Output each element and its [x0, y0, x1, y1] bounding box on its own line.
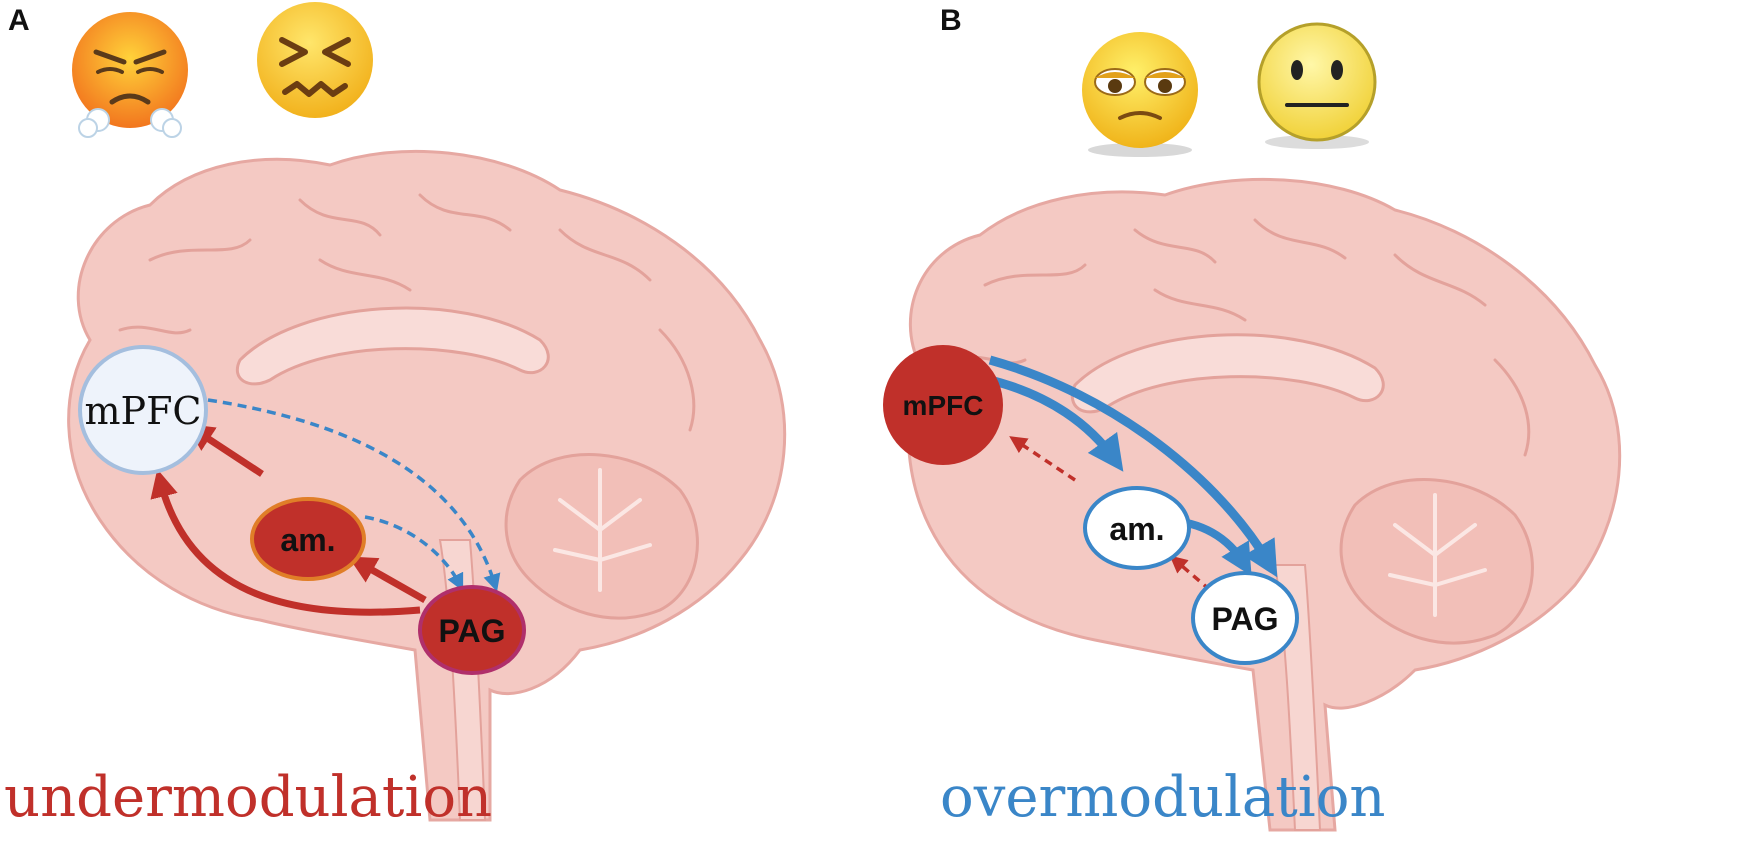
- caption-overmodulation: overmodulation: [940, 765, 1386, 830]
- steaming-angry-face-icon: [72, 12, 188, 138]
- arrow-mpfc-to-pag: [988, 355, 1278, 578]
- node-pag-label: PAG: [439, 613, 506, 649]
- panel-a-figure: mPFC am. PAG: [67, 2, 787, 822]
- panel-letter-a: A: [8, 4, 30, 37]
- arrow-pag-to-am: [348, 556, 427, 604]
- panel-b-figure: mPFC am. PAG: [883, 22, 1622, 832]
- arrow-am-to-mpfc: [185, 423, 264, 477]
- arrow-mpfc-to-am: [988, 375, 1124, 472]
- node-pag-label: PAG: [1212, 601, 1279, 637]
- node-mpfc-label: mPFC: [84, 389, 201, 433]
- neutral-face-icon: [1257, 22, 1377, 149]
- panel-a-connections: [150, 398, 501, 616]
- caption-undermodulation: undermodulation: [4, 765, 493, 830]
- node-mpfc-label: mPFC: [903, 390, 984, 421]
- node-pag: PAG: [1191, 571, 1299, 665]
- confounded-face-icon: [257, 2, 373, 118]
- dashed-arrow-am-to-mpfc: [1009, 436, 1076, 482]
- node-mpfc: mPFC: [78, 345, 208, 475]
- panel-a: A: [4, 2, 787, 830]
- node-pag: PAG: [418, 585, 526, 675]
- brain-sagittal-illustration: [67, 149, 787, 822]
- node-amygdala: am.: [250, 497, 366, 581]
- dashed-arrow-am-to-pag: [364, 515, 464, 592]
- node-amygdala: am.: [1083, 486, 1191, 570]
- arrow-pag-to-mpfc: [150, 469, 421, 616]
- dashed-arrow-pag-to-am: [1169, 555, 1212, 592]
- node-amygdala-label: am.: [1109, 511, 1164, 547]
- unamused-face-icon: [1082, 32, 1198, 157]
- dashed-arrow-mpfc-to-pag: [207, 398, 501, 592]
- node-amygdala-label: am.: [280, 522, 335, 558]
- node-mpfc: mPFC: [883, 345, 1003, 465]
- brain-sagittal-illustration: [906, 177, 1622, 832]
- panel-b: B: [875, 0, 1750, 845]
- panel-letter-b: B: [940, 4, 962, 37]
